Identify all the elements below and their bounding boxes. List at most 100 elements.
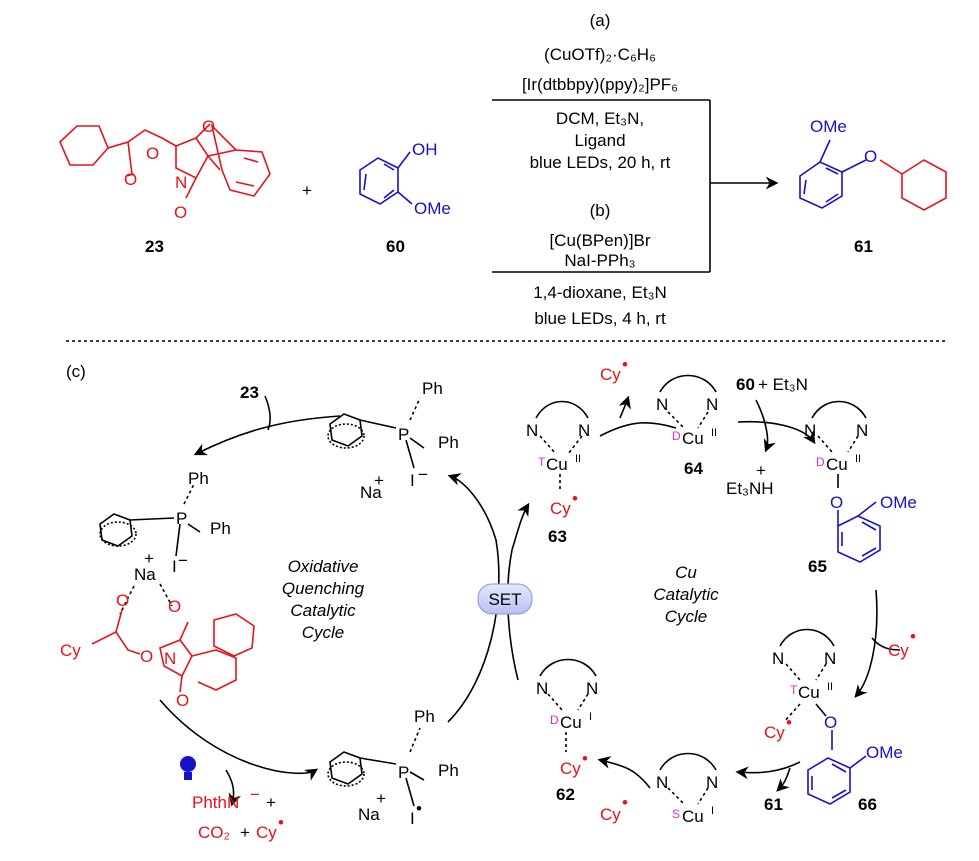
radical-dot-right: • [910, 627, 916, 646]
atom-na-top: Na [360, 483, 382, 502]
atom-o-ether: O [864, 147, 877, 166]
condition-a-label: (a) [590, 11, 611, 30]
atom-n-64-right: N [706, 395, 718, 414]
atom-n-62-right: N [586, 679, 598, 698]
cu-complex-s [659, 752, 717, 805]
atom-ph-left-1: Ph [188, 469, 209, 488]
cycle-arrow-top-left [193, 415, 341, 456]
cycle-right-line-3: Cycle [665, 607, 708, 626]
oxidation-state-65: II [855, 453, 861, 465]
input-23-arrow [264, 395, 271, 431]
cu-complex-65 [811, 400, 881, 563]
atom-p-left: P [176, 509, 187, 528]
input-23-label: 23 [240, 383, 259, 402]
phthn-plus: + [266, 793, 276, 812]
cu-complex-64 [659, 374, 717, 429]
atom-o-red-3: O [168, 597, 181, 616]
atom-oh: OH [412, 140, 438, 159]
cu-complex-63 [535, 400, 589, 490]
atom-n-red: N [164, 649, 176, 668]
compound-23-structure [59, 123, 271, 199]
radical-dot-62: • [582, 749, 588, 768]
charge-plus-na-left: + [144, 549, 154, 568]
et3n-label: + Et₃N [758, 375, 808, 394]
nai-pph3-substrate-complex [99, 483, 201, 615]
oxidation-state-64: II [711, 427, 717, 439]
compound-62-label: 62 [556, 785, 575, 804]
atom-i-top: I [410, 471, 415, 490]
condition-b-line-1: 1,4-dioxane, Et₃N [533, 283, 667, 302]
atom-i-left: I [172, 557, 177, 576]
atom-na-bottom: Na [358, 805, 380, 824]
compound-66-label: 66 [858, 795, 877, 814]
atom-n-65-right: N [856, 421, 868, 440]
atom-cu-66: Cu [798, 683, 820, 702]
atom-ph-bottom-1: Ph [414, 707, 435, 726]
atom-o-red-2: O [140, 647, 153, 666]
cy-radical-top: Cy [600, 365, 621, 384]
charge-minus-i-top: − [418, 465, 428, 484]
atom-o-65: O [830, 493, 843, 512]
geometry-s: S [672, 807, 680, 821]
et3nh-label: Et₃NH [726, 479, 774, 498]
condition-a-line-1: DCM, Et₃N, [556, 109, 644, 128]
atom-n: N [175, 173, 187, 192]
condition-b-reagent-2: NaI-PPh₃ [564, 251, 635, 270]
atom-cy-66: Cy [764, 723, 785, 742]
atom-cu-s: Cu [682, 807, 704, 826]
atom-cu-63: Cu [546, 455, 568, 474]
radical-dot-i-bottom: • [416, 799, 422, 818]
cu-complex-62 [539, 658, 597, 752]
cu-arrow-65-66 [854, 589, 878, 698]
cycle-arrow-bottom-left [159, 699, 319, 781]
cu-arrow-66-s [735, 761, 801, 780]
set-arc-left [447, 473, 500, 723]
cy-release-arrow [618, 395, 631, 419]
compound-64-label: 64 [684, 459, 703, 478]
phthn-charge: − [250, 785, 260, 804]
charge-plus-na-bottom: + [376, 789, 386, 808]
atom-ph-top-1: Ph [422, 379, 443, 398]
atom-p-bottom: P [398, 763, 409, 782]
atom-n-s-left: N [656, 773, 668, 792]
atom-i-bottom: I [410, 809, 415, 828]
cycle-right-line-1: Cu [675, 563, 697, 582]
atom-o-carbonyl: O [124, 170, 137, 189]
atom-o: O [146, 144, 159, 163]
atom-n-65-left: N [804, 421, 816, 440]
oxidation-state-66: II [827, 681, 833, 693]
atom-cu-64: Cu [682, 429, 704, 448]
radical-dot-s: • [622, 793, 628, 812]
geometry-t-63: T [538, 455, 546, 469]
cy-radical-s: Cy [600, 805, 621, 824]
geometry-d-65: D [816, 455, 825, 469]
atom-o-66: O [824, 713, 837, 732]
compound-60-label: 60 [386, 237, 405, 256]
atom-o-red-1: O [116, 591, 129, 610]
geometry-t-66: T [790, 683, 798, 697]
cu-arrow-63-64 [599, 421, 677, 437]
atom-cu-62: Cu [560, 713, 582, 732]
et3nh-arrow [755, 399, 776, 453]
condition-a-line-2: Ligand [574, 131, 625, 150]
atom-na-left: Na [134, 565, 156, 584]
atom-ome: OMe [414, 199, 451, 218]
panel-c-label: (c) [66, 362, 86, 381]
condition-a-reagent-1: (CuOTf)₂·C₆H₆ [544, 45, 656, 64]
condition-b-reagent-1: [Cu(BPen)]Br [549, 231, 650, 250]
condition-b-line-2: blue LEDs, 4 h, rt [534, 309, 666, 328]
atom-n-s-right: N [706, 773, 718, 792]
cycle-left-line-2: Quenching [282, 579, 365, 598]
set-label: SET [488, 590, 521, 609]
condition-a-reagent-2: [Ir(dtbbpy)(ppy)₂]PF₆ [522, 75, 678, 94]
phthn-release-arrow [225, 769, 241, 807]
compound-60-structure [359, 151, 413, 205]
charge-minus-i-left: − [178, 551, 188, 570]
plus-sign: + [302, 181, 312, 200]
product-61-cycle-label: 61 [764, 795, 783, 814]
atom-o-imide-top: O [202, 117, 215, 136]
atom-ph-left-2: Ph [210, 519, 231, 538]
nai-pph3-complex-top [327, 397, 425, 469]
oxidation-state-62: I [589, 711, 592, 723]
atom-n-66-left: N [772, 649, 784, 668]
